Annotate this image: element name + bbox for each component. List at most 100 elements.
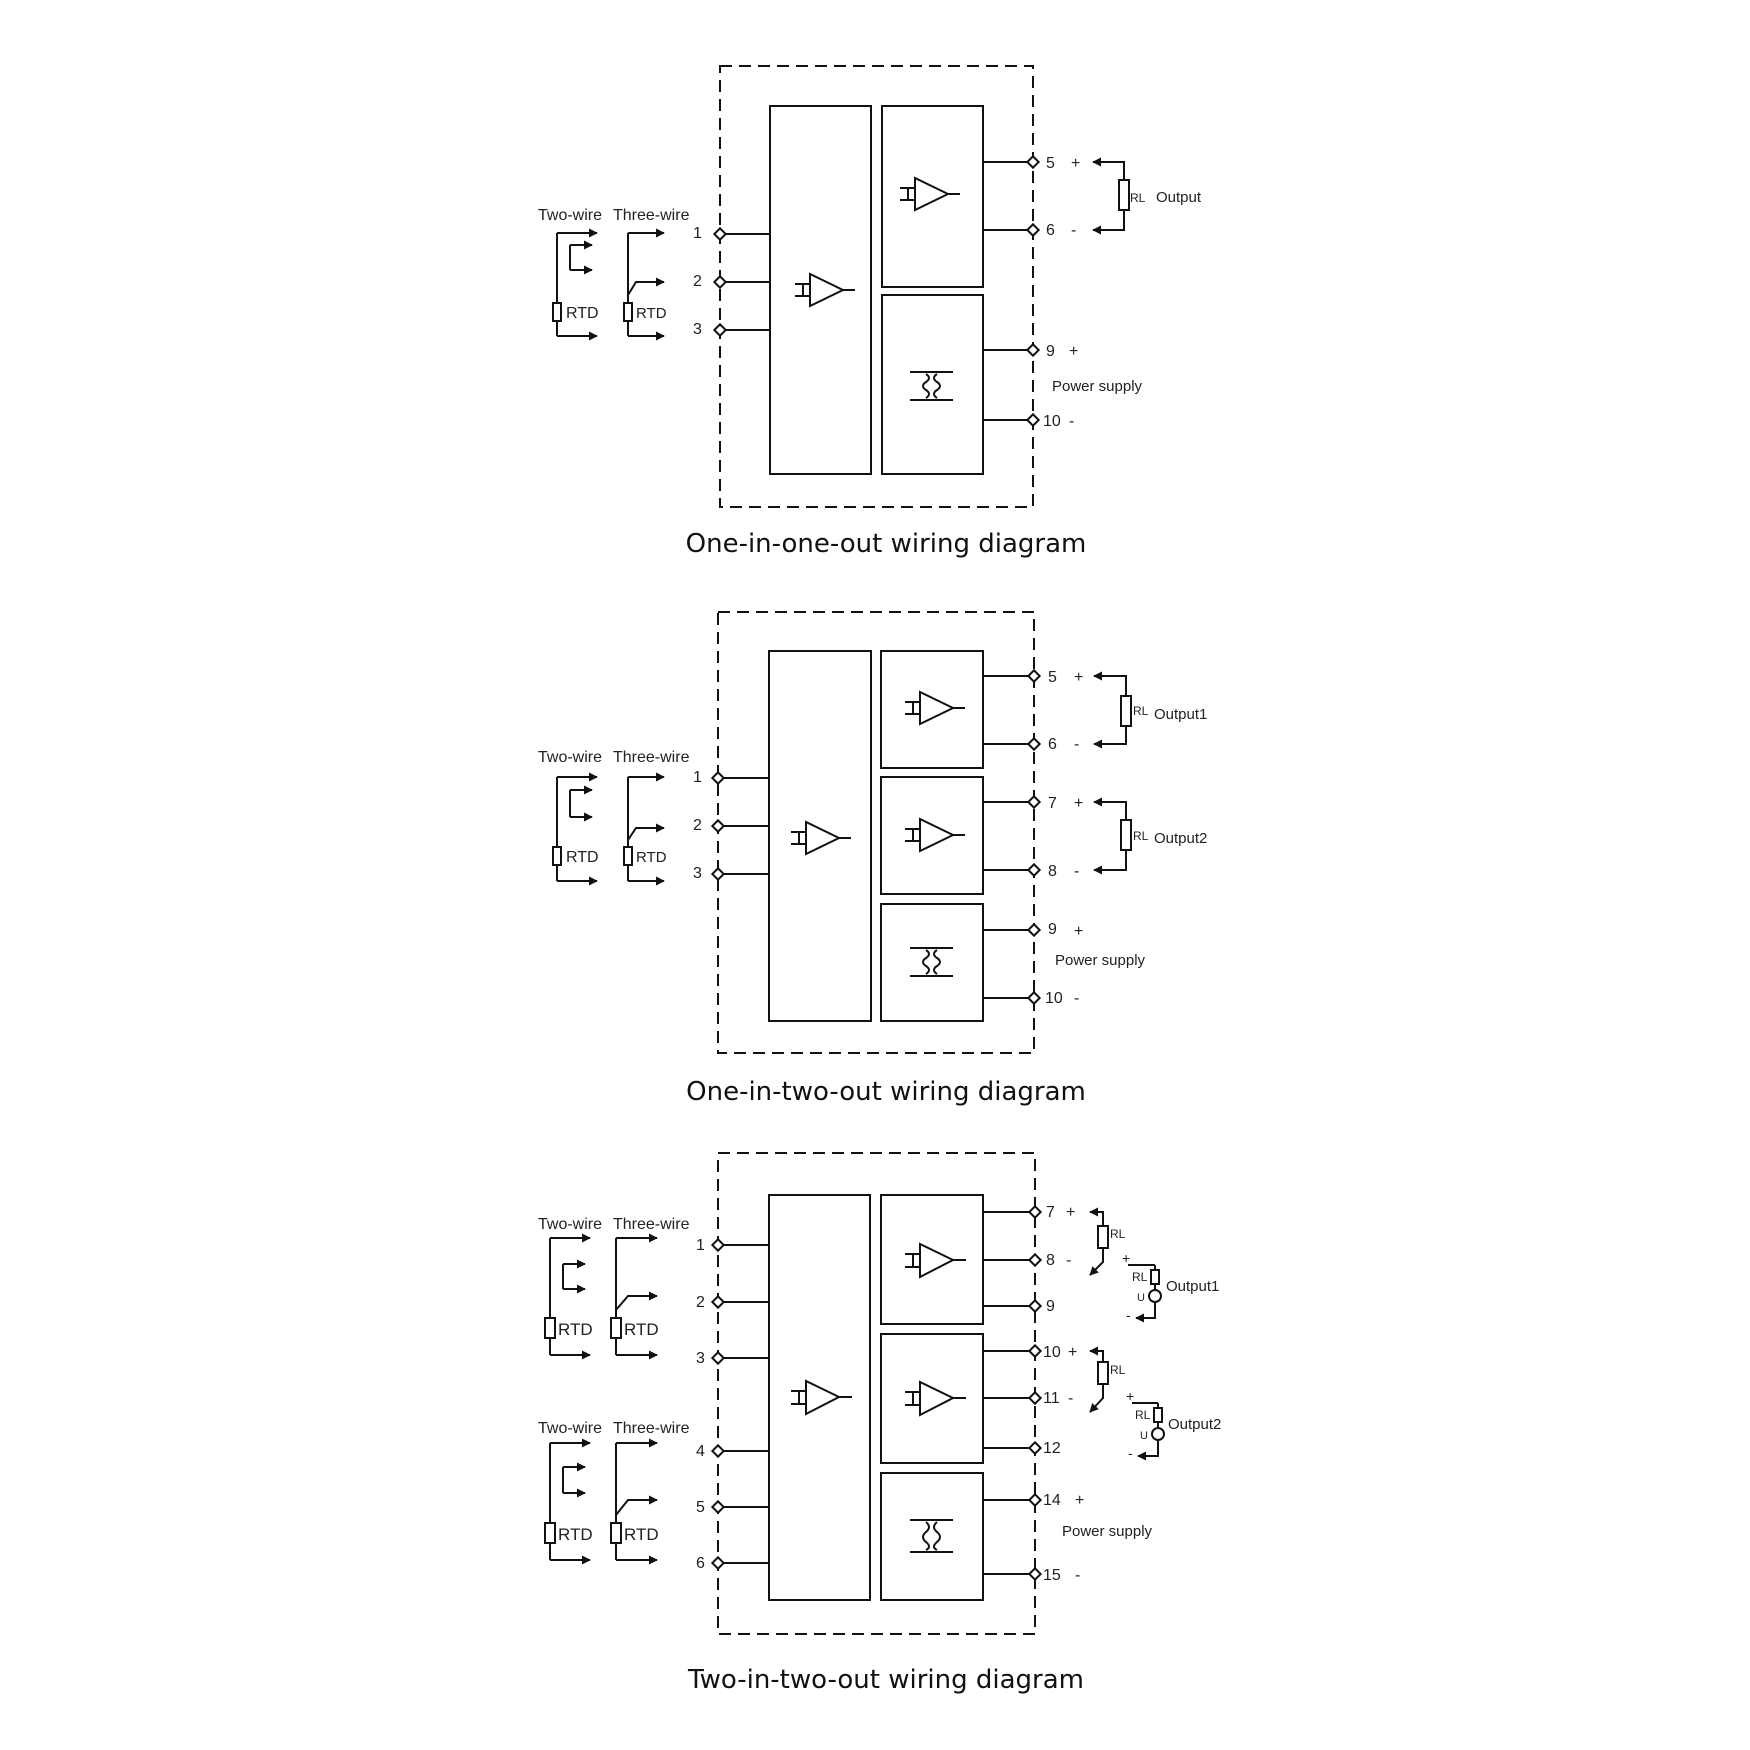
rtd-label: RTD (624, 1320, 659, 1339)
terminal (712, 322, 728, 338)
output-block-1 (880, 1194, 984, 1325)
resistor-icon (623, 846, 633, 866)
diagram-caption: One-in-one-out wiring diagram (686, 529, 1087, 559)
terminal (710, 1555, 726, 1571)
amplifier-icon (791, 1379, 852, 1416)
amplifier-icon (905, 1242, 966, 1279)
resistor-icon (1153, 1407, 1163, 1423)
terminal (1027, 1204, 1043, 1220)
polarity-minus: - (1075, 1567, 1080, 1584)
output-load (1092, 157, 1130, 235)
diagram-caption: One-in-two-out wiring diagram (686, 1077, 1086, 1107)
amplifier-icon (900, 176, 960, 212)
terminal (710, 866, 726, 882)
terminal (1025, 342, 1041, 358)
terminal-label: 3 (693, 865, 702, 882)
rl-label: RL (1133, 704, 1149, 718)
polarity-plus: + (1075, 1492, 1084, 1509)
input-block (768, 1194, 871, 1601)
terminal (710, 1350, 726, 1366)
polarity-plus: + (1069, 343, 1078, 360)
polarity-plus: + (1122, 1250, 1130, 1266)
diagram-one-in-one-out (552, 65, 1130, 508)
polarity-minus: - (1128, 1445, 1133, 1461)
terminal-label: 5 (1048, 669, 1057, 686)
resistor-icon (1118, 179, 1130, 211)
output1-label: Output1 (1154, 706, 1207, 723)
terminal (1026, 990, 1042, 1006)
resistor-icon (544, 1317, 556, 1339)
terminal (1025, 222, 1041, 238)
diagram-two-labels: Two-wire Three-wire RTD RTD 1 2 3 5 + 6 … (538, 669, 1207, 1107)
output2-current-load (1089, 1346, 1109, 1413)
two-wire-label: Two-wire (538, 1420, 602, 1437)
polarity-plus: + (1126, 1388, 1134, 1404)
module-enclosure (717, 1152, 1036, 1635)
power-supply-label: Power supply (1062, 1523, 1153, 1540)
resistor-icon (1097, 1225, 1109, 1249)
resistor-icon (610, 1317, 622, 1339)
output2-voltage-load (1132, 1402, 1165, 1461)
module-enclosure (717, 611, 1035, 1054)
terminal (1026, 794, 1042, 810)
rl-label: RL (1110, 1227, 1126, 1241)
u-label: U (1137, 1292, 1145, 1304)
voltage-source-icon (1148, 1289, 1162, 1303)
rl-label: RL (1132, 1270, 1148, 1284)
diagram-one-labels: Two-wire Three-wire RTD RTD 1 2 3 5 + 6 … (538, 155, 1202, 559)
output1-label: Output1 (1166, 1278, 1219, 1295)
terminal-label: 9 (1048, 921, 1057, 938)
rtd-two-wire (552, 772, 598, 886)
polarity-plus: + (1071, 155, 1080, 172)
resistor-icon (1097, 1361, 1109, 1385)
terminal (710, 1237, 726, 1253)
polarity-plus: + (1068, 1344, 1077, 1361)
resistor-icon (623, 302, 633, 322)
diagram-two-in-two-out (544, 1152, 1165, 1635)
rtd-three-wire (610, 1438, 658, 1565)
amplifier-icon (905, 690, 965, 726)
terminal-label: 7 (1048, 795, 1057, 812)
terminal-label: 1 (696, 1237, 705, 1254)
power-block (881, 294, 984, 475)
rtd-two-wire (552, 228, 598, 341)
polarity-plus: + (1074, 923, 1083, 940)
diagram-one-in-two-out (552, 611, 1132, 1054)
output-block (881, 105, 984, 288)
terminal-label: 2 (693, 817, 702, 834)
output-block-2 (880, 776, 984, 895)
resistor-icon (1120, 695, 1132, 727)
terminal-label: 2 (696, 1294, 705, 1311)
polarity-plus: + (1074, 669, 1083, 686)
terminal-label: 3 (696, 1350, 705, 1367)
terminal-label: 3 (693, 321, 702, 338)
terminal-label: 1 (693, 769, 702, 786)
terminal (1026, 668, 1042, 684)
output1-voltage-load (1128, 1264, 1162, 1323)
output2-label: Output2 (1154, 830, 1207, 847)
terminal (1027, 1566, 1043, 1582)
power-block (880, 1472, 984, 1601)
rtd-label: RTD (636, 849, 667, 866)
terminal (1027, 1298, 1043, 1314)
output-block-2 (880, 1333, 984, 1464)
rtd-label: RTD (558, 1320, 593, 1339)
terminal (1027, 1492, 1043, 1508)
module-enclosure (719, 65, 1034, 508)
terminal (1027, 1252, 1043, 1268)
terminal-label: 10 (1043, 1344, 1061, 1361)
input-block (769, 105, 872, 475)
terminal (1026, 922, 1042, 938)
terminal-label: 6 (696, 1555, 705, 1572)
terminal (710, 818, 726, 834)
terminal (1025, 154, 1041, 170)
terminal-label: 4 (696, 1443, 705, 1460)
resistor-icon (1120, 819, 1132, 851)
resistor-icon (1150, 1269, 1160, 1285)
terminal-label: 6 (1046, 222, 1055, 239)
rl-label: RL (1130, 191, 1146, 205)
amplifier-icon (905, 1380, 966, 1417)
terminal (710, 1499, 726, 1515)
terminal-label: 12 (1043, 1440, 1061, 1457)
